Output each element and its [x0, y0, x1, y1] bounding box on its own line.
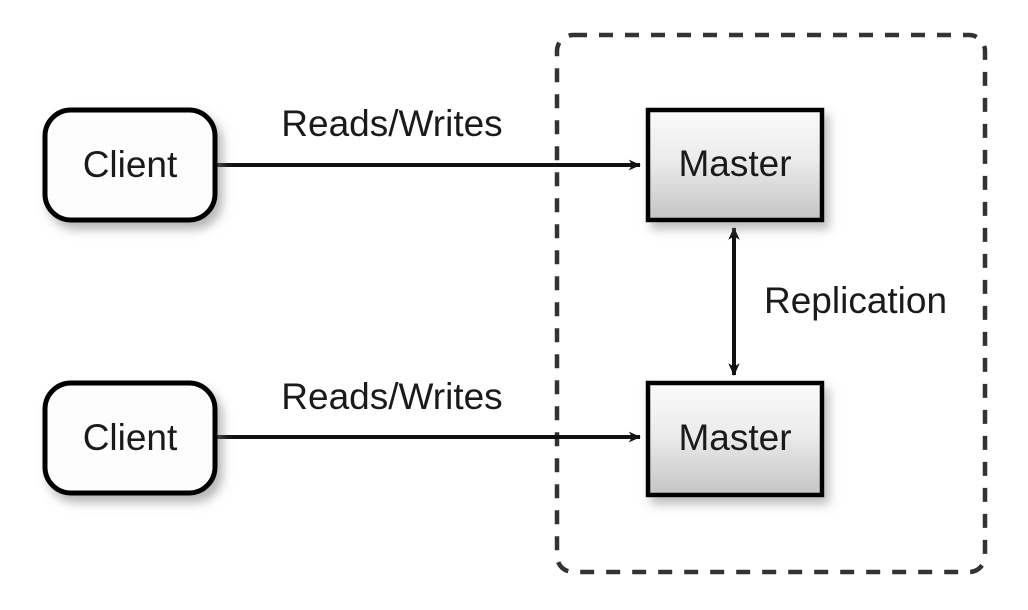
cluster-boundary — [554, 32, 988, 575]
edge-label-reads-writes-top: Reads/Writes — [281, 103, 502, 144]
node-client-top[interactable]: Client — [42, 107, 218, 223]
edge-label-replication: Replication — [764, 280, 947, 321]
node-client-bottom[interactable]: Client — [42, 380, 218, 496]
node-client-bottom-label: Client — [83, 417, 178, 458]
node-client-top-label: Client — [83, 144, 178, 185]
edge-label-reads-writes-bottom: Reads/Writes — [281, 376, 502, 417]
node-master-bottom[interactable]: Master — [645, 380, 825, 498]
node-master-bottom-label: Master — [678, 417, 791, 458]
node-master-top[interactable]: Master — [645, 107, 825, 223]
node-master-top-label: Master — [678, 143, 791, 184]
